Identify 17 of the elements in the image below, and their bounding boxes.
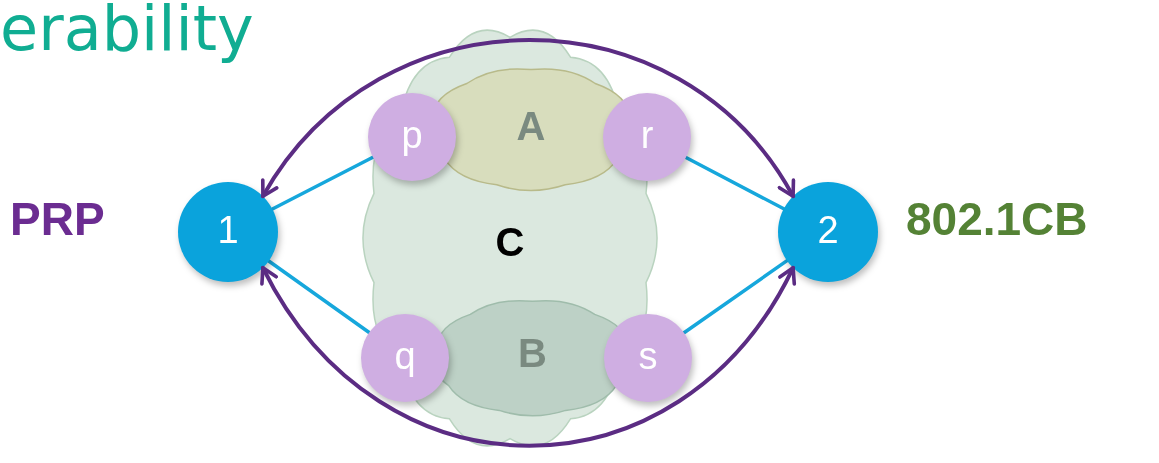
link-line [267,259,371,335]
node-label: 1 [217,208,239,252]
curved-arrow [260,38,796,199]
link-line [270,155,375,211]
link-line [684,155,786,211]
node-label: p [401,113,423,157]
node-label: C [495,219,525,265]
protocol-label: PRP [10,196,105,242]
node-label: A [516,103,546,149]
node-label: 2 [817,208,839,252]
node-label: r [640,113,654,157]
node-label: s [638,334,658,378]
protocol-label: 802.1CB [906,196,1088,242]
node-label: q [394,334,416,378]
node-label: B [518,330,547,375]
curved-arrow [260,265,796,448]
link-line [682,258,789,335]
